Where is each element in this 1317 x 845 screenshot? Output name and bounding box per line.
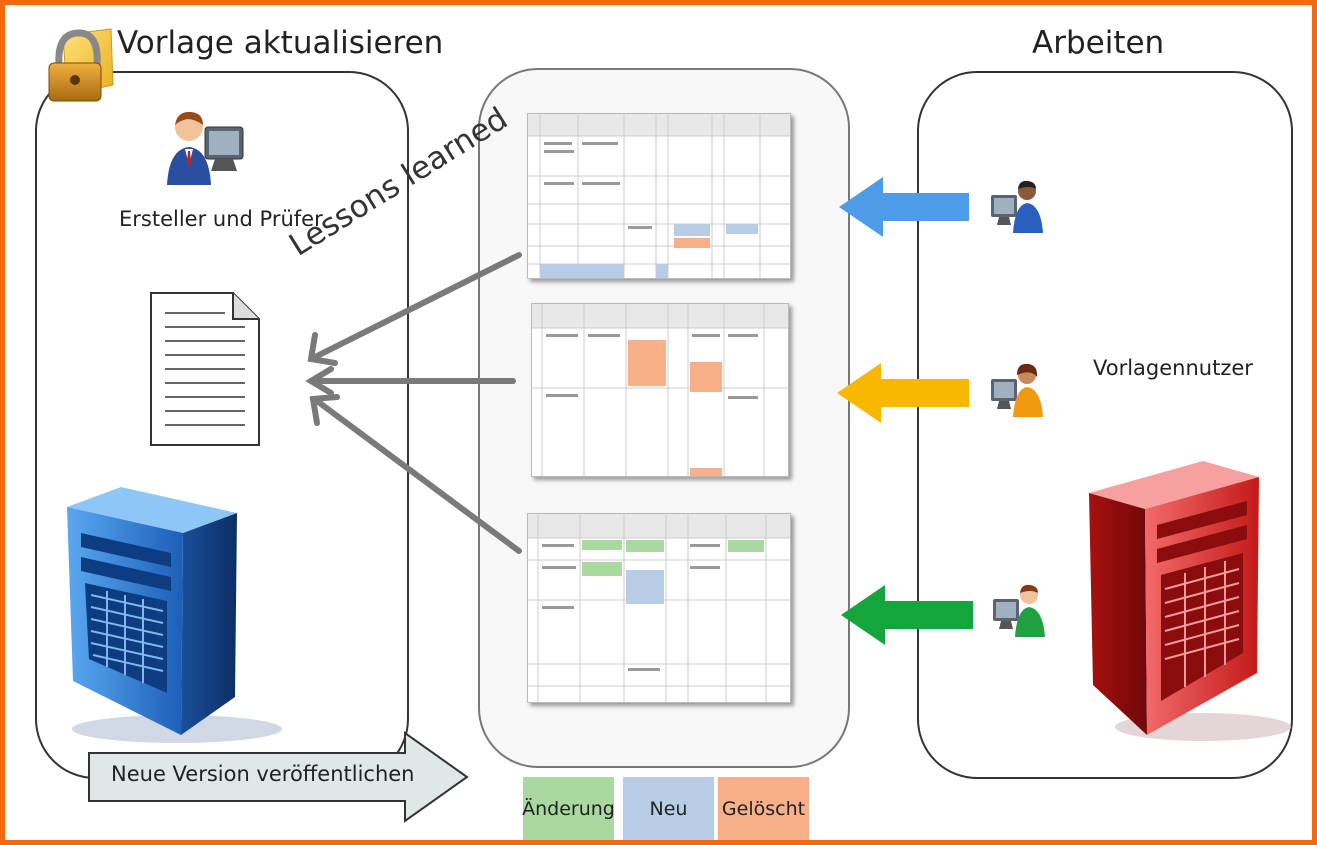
publish-arrow-icon[interactable] xyxy=(85,731,471,823)
legend-deleted: Gelöscht xyxy=(718,777,809,840)
creator-label: Ersteller und Prüfer xyxy=(119,207,323,231)
publish-label: Neue Version veröffentlichen xyxy=(111,762,415,786)
fmea-table-screenshot-2 xyxy=(531,303,789,477)
document-icon xyxy=(150,292,260,446)
yellow-arrow-icon xyxy=(837,363,969,423)
fmea-table-screenshot-1 xyxy=(527,113,791,279)
left-title: Vorlage aktualisieren xyxy=(117,25,444,61)
legend-new: Neu xyxy=(623,777,714,840)
user-computer-icon xyxy=(991,180,1043,233)
legend-change-label: Änderung xyxy=(522,797,615,820)
red-server-icon xyxy=(1089,461,1291,741)
feedback-arrows xyxy=(305,252,522,554)
fmea-table-screenshot-3 xyxy=(527,513,791,703)
user-computer-icon xyxy=(993,584,1045,637)
right-title: Arbeiten xyxy=(1032,25,1165,61)
legend-change: Änderung xyxy=(522,777,615,840)
user-computer-icon xyxy=(167,111,244,185)
padlock-icon xyxy=(48,28,114,102)
legend-new-label: Neu xyxy=(649,797,688,820)
blue-server-icon xyxy=(67,487,282,743)
blue-arrow-icon xyxy=(839,177,969,237)
legend-deleted-label: Gelöscht xyxy=(721,797,806,820)
user-computer-icon xyxy=(991,363,1043,417)
green-arrow-icon xyxy=(841,585,973,645)
template-users-label: Vorlagennutzer xyxy=(1093,356,1253,380)
